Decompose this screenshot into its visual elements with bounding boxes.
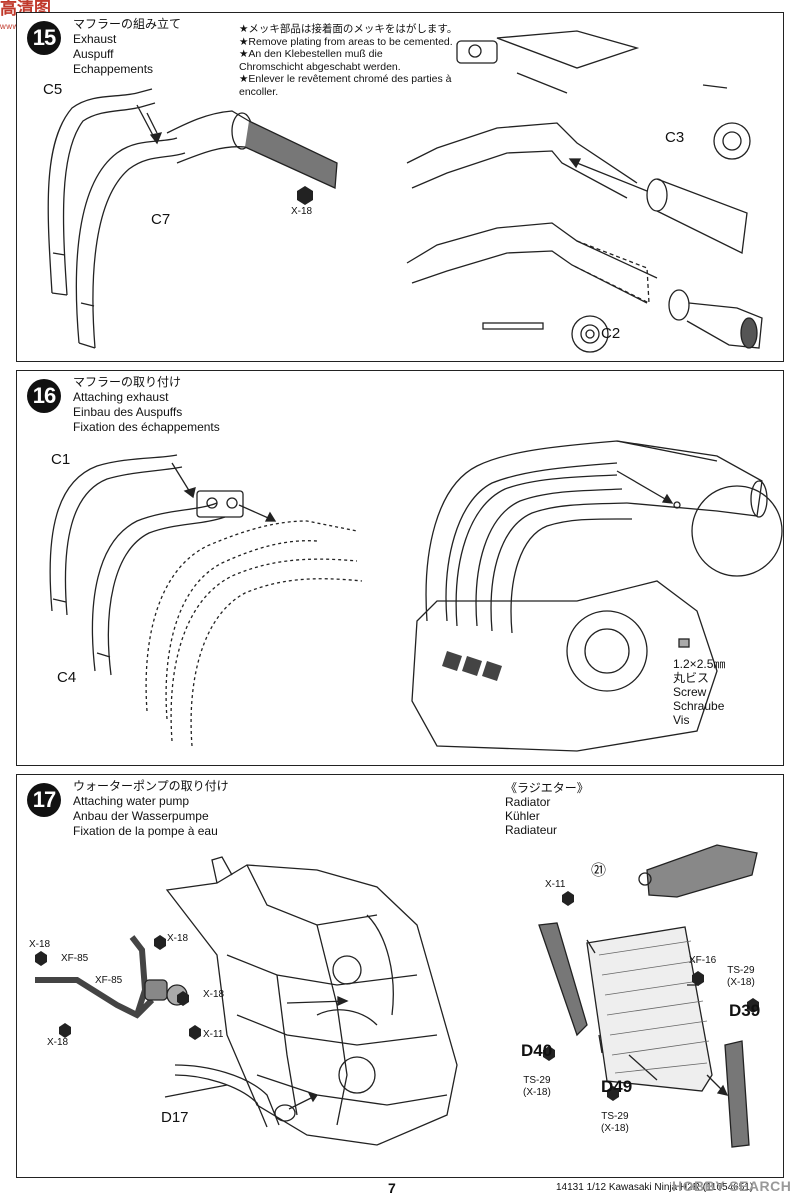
step-number: 16 — [27, 379, 61, 413]
exhaust-attach-illustration — [49, 440, 783, 752]
water-pump-radiator-illustration — [35, 844, 759, 1148]
paint-xf85-label: XF-85 — [95, 975, 123, 986]
paint-x18-label: X-18 — [29, 939, 51, 950]
part-c4-label: C4 — [57, 669, 77, 686]
page-number: 7 — [388, 1180, 396, 1196]
kit-reference: 14131 1/12 Kawasaki Ninja H2R (11054651) — [556, 1182, 754, 1193]
radiator-heading: 《ラジエター》 Radiator Kühler Radiateur — [505, 781, 589, 837]
part-d40-label: D40 — [521, 1041, 553, 1060]
paint-x18-label: X-18 — [203, 989, 225, 1000]
part-c2-label: C2 — [601, 325, 621, 342]
paint-x18-label: X-18 — [47, 1037, 69, 1048]
watermark-bottom-right: HOBBY SEARCH — [672, 1178, 792, 1194]
part-d39-label: D39 — [729, 1001, 761, 1020]
step-15-panel: 15 マフラーの組み立て Exhaust Auspuff Echappement… — [16, 12, 784, 362]
step-title: マフラーの取り付け Attaching exhaust Einbau des A… — [73, 375, 220, 434]
step-number: 15 — [27, 21, 61, 55]
plating-note: ★メッキ部品は接着面のメッキをはがします。 ★Remove plating fr… — [239, 23, 458, 98]
step-16-panel: 16 マフラーの取り付け Attaching exhaust Einbau de… — [16, 370, 784, 766]
paint-xf85-label: XF-85 — [61, 953, 89, 964]
paint-x11-label: X-11 — [203, 1029, 224, 1040]
step-title: マフラーの組み立て Exhaust Auspuff Echappements — [73, 17, 182, 76]
paint-x11-label: X-11 — [545, 879, 566, 890]
part-c7-label: C7 — [151, 211, 171, 228]
paint-x18-label: X-18 — [291, 206, 313, 217]
part-c3-label: C3 — [665, 129, 685, 146]
part-c1-label: C1 — [51, 451, 71, 468]
part-d17-label: D17 — [161, 1109, 189, 1126]
part-d49-label: D49 — [601, 1077, 633, 1096]
step-ref-21: ㉑ — [591, 862, 607, 879]
step-title: ウォーターポンプの取り付け Attaching water pump Anbau… — [73, 779, 229, 838]
paint-ts29-label: TS-29 (X-18) — [523, 1075, 551, 1098]
part-c5-label: C5 — [43, 81, 63, 98]
exhaust-assembly-illustration — [47, 30, 763, 353]
step-17-panel: 17 ウォーターポンプの取り付け Attaching water pump An… — [16, 774, 784, 1178]
paint-ts29-label: TS-29 (X-18) — [727, 965, 755, 988]
paint-ts29-label: TS-29 (X-18) — [601, 1111, 629, 1134]
step-number: 17 — [27, 783, 61, 817]
paint-xf16-label: XF-16 — [689, 955, 717, 966]
screw-spec: 1.2×2.5㎜ 丸ビス Screw Schraube Vis — [673, 657, 726, 727]
paint-x18-label: X-18 — [167, 933, 189, 944]
